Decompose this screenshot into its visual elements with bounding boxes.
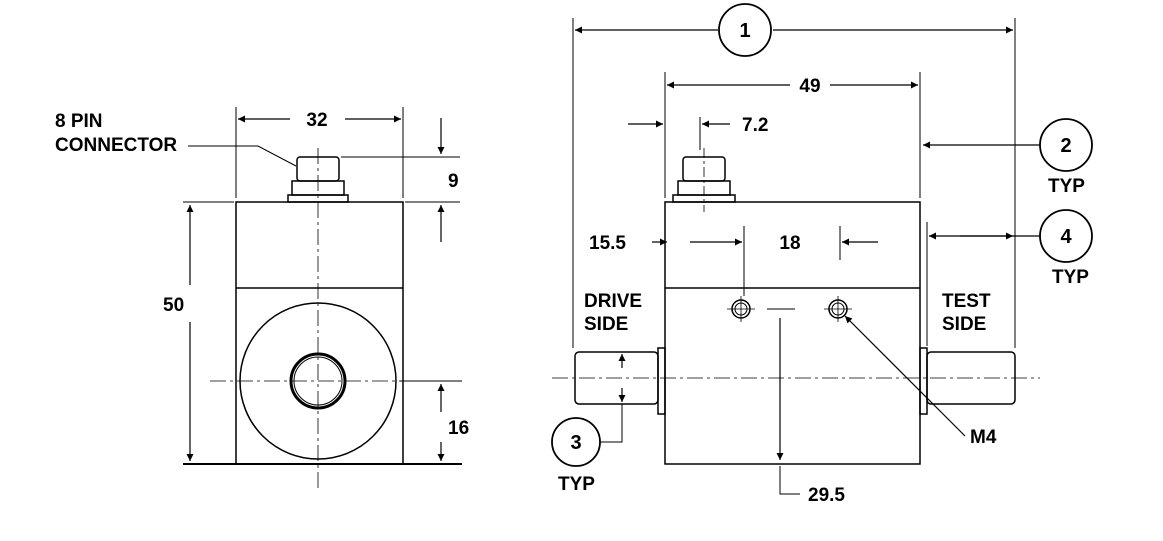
shaft-flat-callout: 4 xyxy=(1060,226,1072,248)
hole-spacing-dim: 18 xyxy=(779,233,800,254)
body-length-dim: 49 xyxy=(799,76,820,97)
shaft-flat-typ: TYP xyxy=(1052,267,1089,288)
drive-collar xyxy=(657,347,666,415)
front-view xyxy=(183,107,462,488)
drive-side-line2: SIDE xyxy=(584,314,628,335)
hole-offset-dim: 15.5 xyxy=(589,233,626,254)
shaft-length-typ: TYP xyxy=(1048,176,1085,197)
test-collar xyxy=(919,347,928,415)
thread-label: M4 xyxy=(970,427,997,448)
callout-balloon-1 xyxy=(718,3,772,57)
side-view xyxy=(552,18,1040,495)
connector-offset-dim: 7.2 xyxy=(742,115,768,136)
drive-side-line1: DRIVE xyxy=(584,291,642,312)
front-shaft-height-dim: 16 xyxy=(448,418,469,439)
overall-length-callout: 1 xyxy=(739,20,750,42)
connector-label-line1: 8 PIN xyxy=(55,111,103,132)
callout-balloons xyxy=(551,3,1093,467)
shaft-dia-callout: 3 xyxy=(570,432,581,454)
side-body xyxy=(664,201,921,465)
connector-label-line2: CONNECTOR xyxy=(55,135,177,156)
test-side-line1: TEST xyxy=(942,291,991,312)
front-body xyxy=(235,201,404,465)
test-side-line2: SIDE xyxy=(942,314,986,335)
callout-balloon-3 xyxy=(551,417,601,467)
shaft-dia-typ: TYP xyxy=(558,474,595,495)
front-width-dim: 32 xyxy=(306,110,327,131)
front-connector-height-dim: 9 xyxy=(448,171,459,192)
callout-balloon-2 xyxy=(1039,118,1093,172)
side-view-labels: 1 49 7.2 2 TYP 4 TYP 15.5 18 DRIVE SIDE … xyxy=(558,20,1089,506)
hole-height-dim: 29.5 xyxy=(808,485,845,506)
front-view-labels: 8 PIN CONNECTOR 32 9 50 16 xyxy=(55,110,469,439)
shaft-length-callout: 2 xyxy=(1060,135,1071,157)
callout-balloon-4 xyxy=(1039,209,1093,263)
front-body-height-dim: 50 xyxy=(163,295,184,316)
